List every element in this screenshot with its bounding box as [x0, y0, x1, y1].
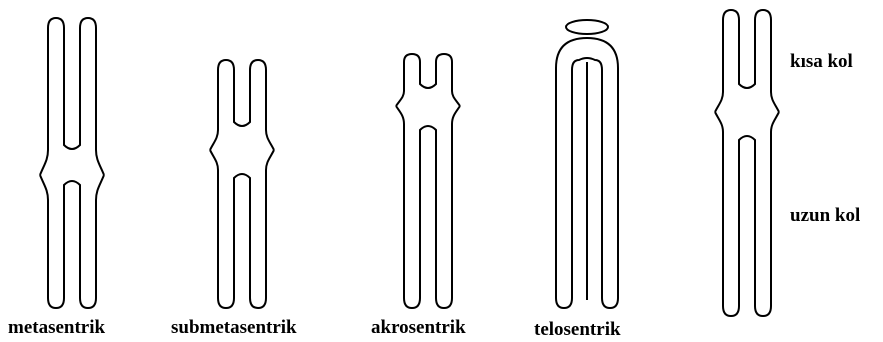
reference-chromosome — [715, 10, 779, 316]
submetasentrik-top-arms — [210, 60, 274, 150]
submetasentrik-chromosome — [210, 60, 274, 308]
metasentrik-label: metasentrik — [8, 318, 105, 337]
telosentrik-satellite — [566, 20, 608, 34]
short-arm-label: kısa kol — [790, 52, 853, 71]
akrosentrik-label: akrosentrik — [371, 318, 466, 337]
submetasentrik-label: submetasentrik — [171, 318, 297, 337]
metasentrik-top-arms — [40, 18, 104, 175]
akrosentrik-bottom-arms — [396, 106, 460, 308]
akrosentrik-top-arms — [396, 54, 460, 106]
akrosentrik-chromosome — [396, 54, 460, 308]
reference-bottom-arms — [715, 112, 779, 316]
metasentrik-chromosome — [40, 18, 104, 308]
telosentrik-chromosome — [556, 20, 618, 308]
submetasentrik-bottom-arms — [210, 150, 274, 308]
metasentrik-bottom-arms — [40, 175, 104, 308]
long-arm-label: uzun kol — [790, 206, 860, 225]
reference-top-arms — [715, 10, 779, 112]
telosentrik-label: telosentrik — [534, 320, 621, 339]
